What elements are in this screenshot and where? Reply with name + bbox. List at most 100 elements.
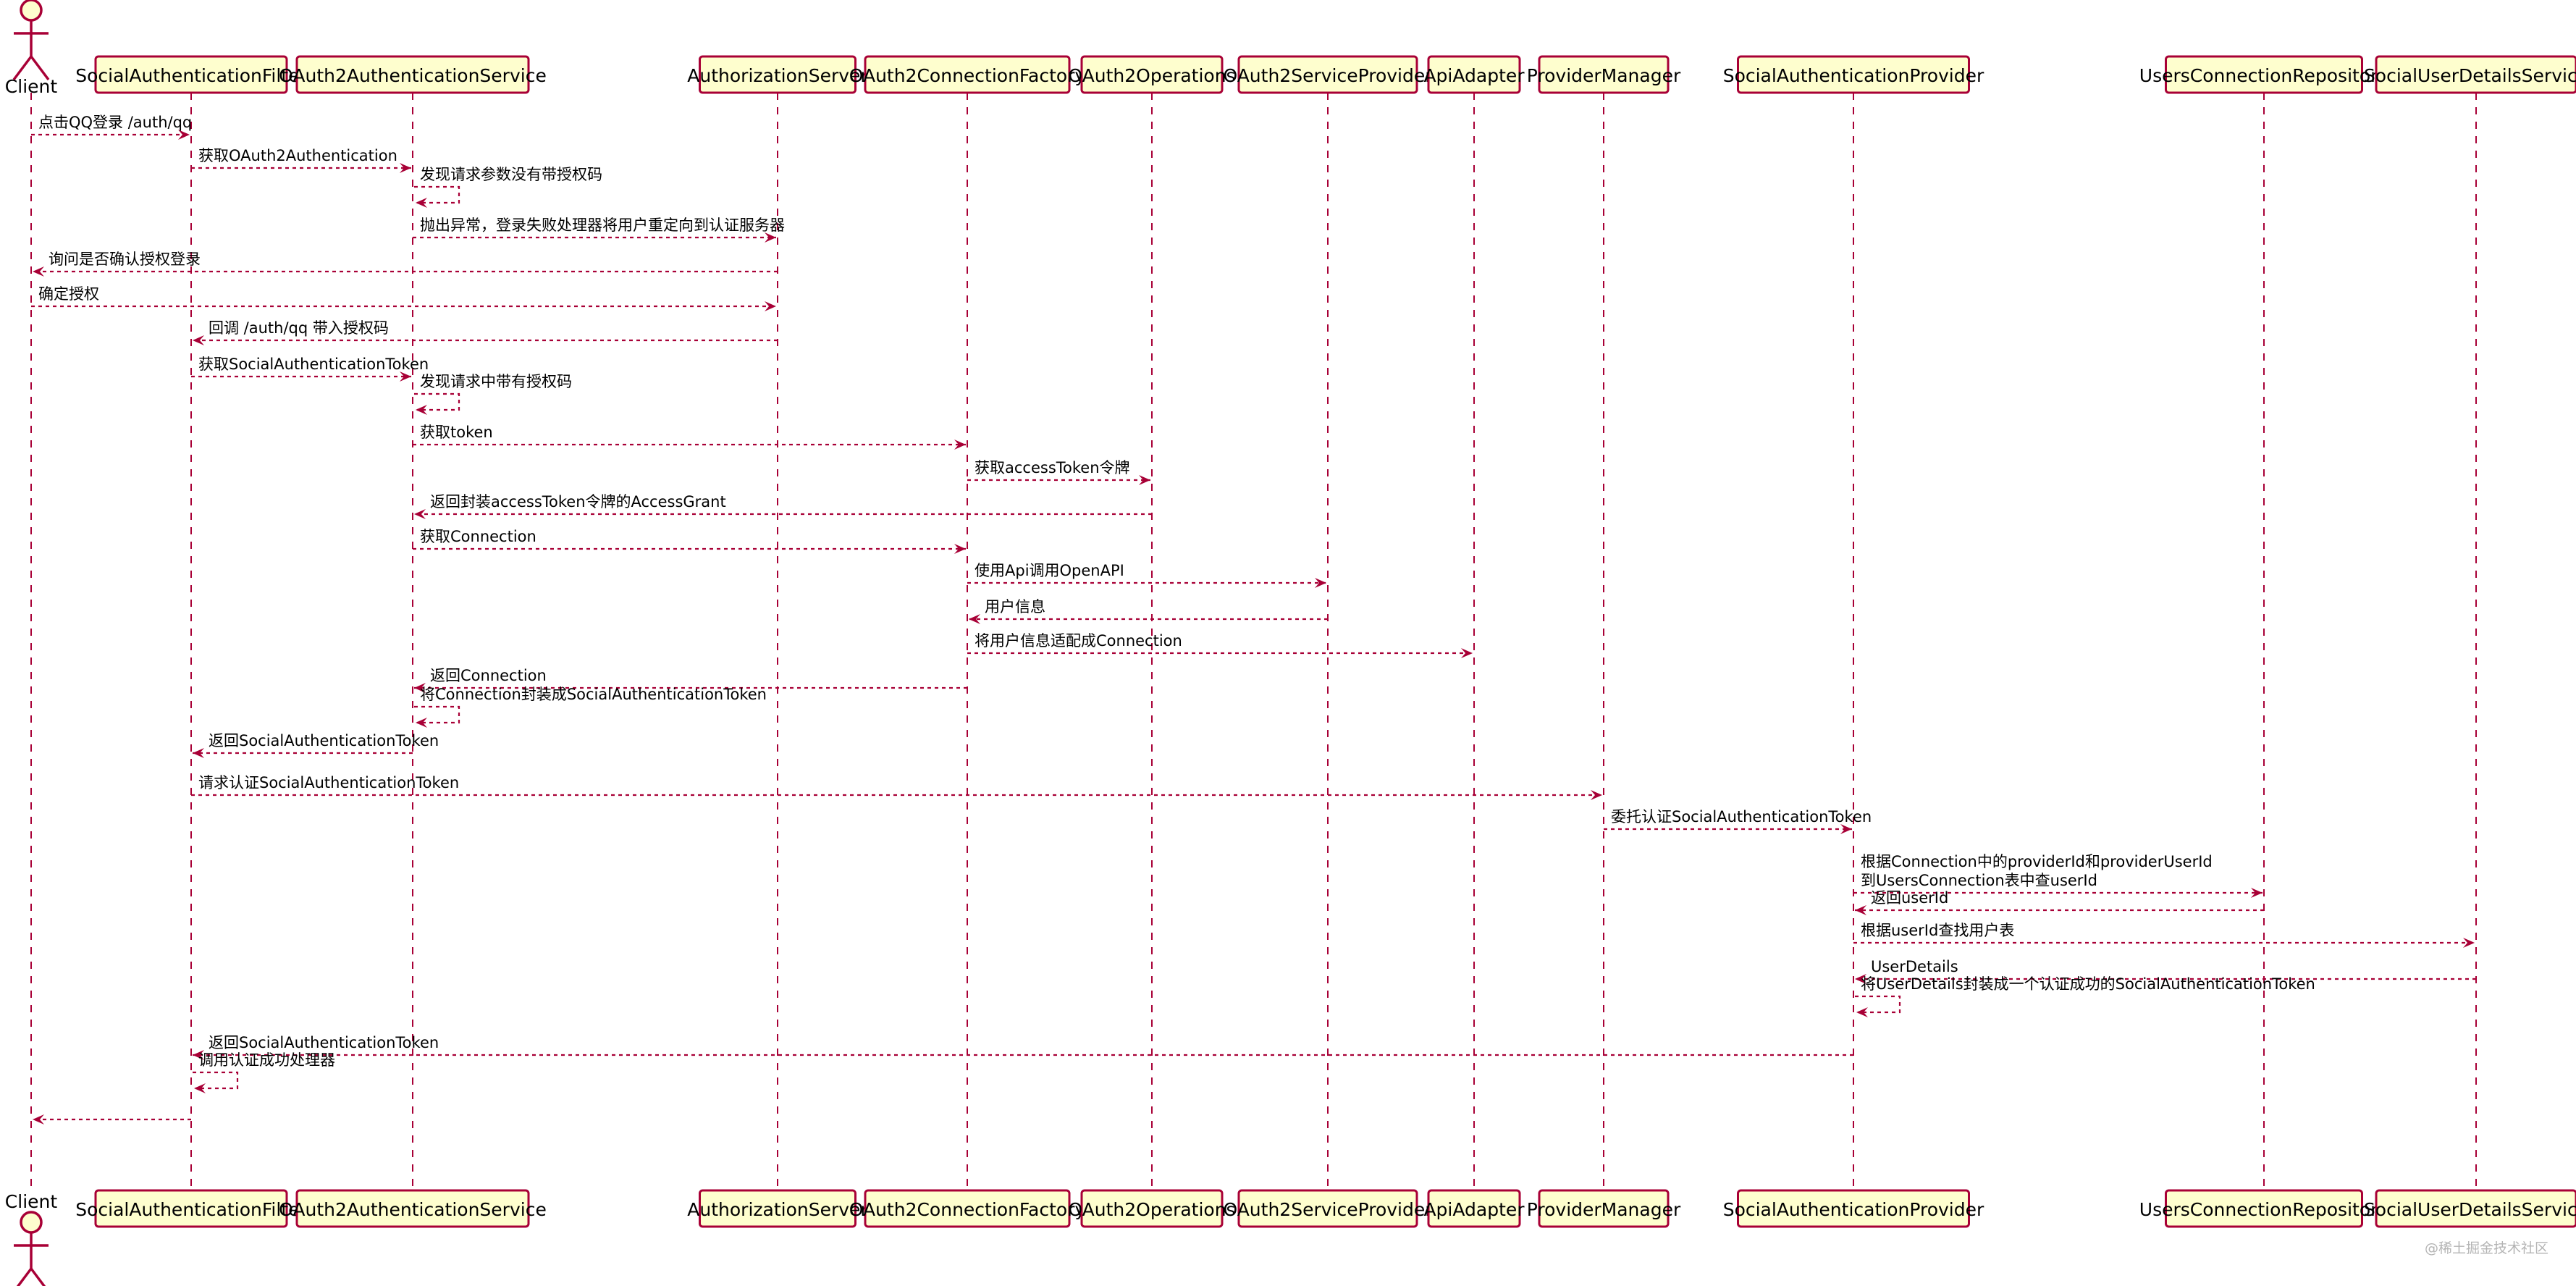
arrow-head-icon — [33, 266, 44, 277]
arrow-head-icon — [416, 405, 427, 415]
participant-label: ApiAdapter — [1423, 1199, 1525, 1220]
arrow-head-icon — [765, 232, 776, 243]
participant-label: SocialAuthenticationFilter — [75, 1199, 307, 1220]
message-label: 用户信息 — [985, 598, 1045, 615]
actor-right-leg — [30, 1267, 46, 1286]
participant-label: OAuth2AuthenticationService — [279, 65, 547, 86]
participant-box — [1237, 1189, 1418, 1228]
participant-social-authentication-provider: SocialAuthenticationProvider — [1723, 1189, 1984, 1228]
arrow-head-icon — [194, 1083, 206, 1093]
participant-label: ProviderManager — [1527, 65, 1681, 86]
arrow-head-icon — [954, 544, 966, 554]
participant-box — [864, 55, 1071, 94]
participant-oauth2-connection-factory: OAuth2ConnectionFactory — [849, 1189, 1085, 1228]
message-label: 发现请求参数没有带授权码 — [420, 166, 602, 183]
actor-left-leg — [16, 1267, 33, 1286]
participant-box — [1737, 1189, 1970, 1228]
arrow-head-icon — [1139, 475, 1150, 485]
arrow-head-icon — [178, 130, 190, 140]
message: 发现请求参数没有带授权码 — [414, 166, 602, 208]
arrow-head-icon — [969, 614, 980, 624]
participant-heads: ClientClientSocialAuthenticationFilterSo… — [5, 0, 2576, 1286]
message-label: 返回SocialAuthenticationToken — [209, 732, 439, 749]
message-label: 获取accessToken令牌 — [975, 459, 1130, 476]
self-message-line — [414, 185, 460, 204]
participant-label: AuthorizationServer — [687, 65, 868, 86]
message-label: 委托认证SocialAuthenticationToken — [1611, 808, 1872, 825]
arrow-head-icon — [765, 301, 776, 311]
participant-label: OAuth2AuthenticationService — [279, 1199, 547, 1220]
participant-box — [94, 55, 288, 94]
participant-box — [1080, 55, 1224, 94]
message — [33, 1114, 191, 1125]
participant-api-adapter: ApiAdapter — [1423, 1189, 1525, 1228]
arrow-head-icon — [1461, 648, 1473, 658]
participant-oauth2-operations: OAuth2Operations — [1068, 55, 1236, 94]
actor-right-leg — [30, 55, 50, 81]
participant-box — [1080, 1189, 1224, 1228]
messages: 点击QQ登录 /auth/qq获取OAuth2Authentication发现请… — [31, 114, 2476, 1125]
message: 获取SocialAuthenticationToken — [191, 356, 429, 382]
actor-label: Client — [5, 76, 58, 97]
lifelines — [30, 93, 2477, 1190]
arrow-head-icon — [193, 335, 204, 345]
message-label: 询问是否确认授权登录 — [49, 251, 201, 268]
message: 获取Connection — [413, 528, 966, 554]
message: 返回Connection — [414, 667, 967, 693]
arrow-head-icon — [1855, 905, 1866, 915]
participant-provider-manager: ProviderManager — [1527, 1189, 1681, 1228]
arrow-head-icon — [954, 440, 966, 450]
self-message-line — [414, 705, 460, 724]
message-label: 到UsersConnection表中查userId — [1861, 872, 2097, 889]
participant-users-connection-repository: UsersConnectionRepository — [2139, 1189, 2388, 1228]
message: 返回SocialAuthenticationToken — [193, 1034, 1853, 1060]
message: 委托认证SocialAuthenticationToken — [1604, 808, 1872, 834]
message: 确定授权 — [31, 285, 776, 311]
arrow-head-icon — [1855, 974, 1866, 984]
message: 将用户信息适配成Connection — [967, 632, 1473, 658]
message-label: 返回SocialAuthenticationToken — [209, 1034, 439, 1051]
message-label: 点击QQ登录 /auth/qq — [38, 114, 192, 131]
participant-label: ProviderManager — [1527, 1199, 1681, 1220]
message: UserDetails — [1855, 958, 2476, 984]
message: 返回封装accessToken令牌的AccessGrant — [414, 493, 1152, 519]
participant-box — [295, 1189, 530, 1228]
participant-label: OAuth2ConnectionFactory — [849, 65, 1086, 86]
participant-label: ApiAdapter — [1423, 65, 1525, 86]
participant-oauth2-connection-factory: OAuth2ConnectionFactory — [849, 55, 1086, 94]
participant-social-user-details-service: SocialUserDetailsService — [2364, 1189, 2576, 1228]
message-label: 将Connection封装成SocialAuthenticationToken — [420, 686, 767, 703]
message-label: 将用户信息适配成Connection — [975, 632, 1182, 650]
message-label: UserDetails — [1871, 958, 1958, 975]
arrow-head-icon — [1840, 824, 1852, 834]
arrow-head-icon — [2251, 888, 2263, 898]
message-label: 回调 /auth/qq 带入授权码 — [209, 319, 389, 337]
actor-client — [14, 1211, 49, 1286]
message-label: 根据Connection中的providerId和providerUserId — [1861, 853, 2213, 870]
participant-authorization-server: AuthorizationServer — [687, 55, 868, 94]
participant-oauth2-authentication-service: OAuth2AuthenticationService — [279, 1189, 547, 1228]
message-label: 将UserDetails封装成一个认证成功的SocialAuthenticati… — [1861, 975, 2315, 993]
participant-label: OAuth2ServiceProvider — [1223, 1199, 1433, 1220]
participant-label: OAuth2Operations — [1068, 1199, 1235, 1220]
arrow-head-icon — [1591, 790, 1602, 800]
participant-box — [699, 1189, 856, 1228]
message: 将Connection封装成SocialAuthenticationToken — [414, 686, 767, 728]
actor-head-icon — [20, 0, 43, 22]
participant-api-adapter: ApiAdapter — [1423, 55, 1525, 94]
message: 获取token — [413, 424, 966, 450]
actor-head-icon — [20, 1211, 43, 1234]
participant-label: OAuth2Operations — [1068, 65, 1235, 86]
participant-box — [2165, 55, 2363, 94]
arrow-head-icon — [400, 371, 411, 382]
participant-box — [1427, 55, 1521, 94]
arrow-head-icon — [400, 163, 411, 173]
message-label: 抛出异常，登录失败处理器将用户重定向到认证服务器 — [420, 217, 785, 234]
message: 使用Api调用OpenAPI — [967, 562, 1326, 588]
message-label: 调用认证成功处理器 — [198, 1051, 335, 1069]
self-message-line — [193, 1071, 239, 1090]
message-label: 获取SocialAuthenticationToken — [198, 356, 429, 373]
arrow-head-icon — [33, 1114, 44, 1125]
participant-label: SocialUserDetailsService — [2364, 65, 2576, 86]
participant-users-connection-repository: UsersConnectionRepository — [2139, 55, 2388, 94]
